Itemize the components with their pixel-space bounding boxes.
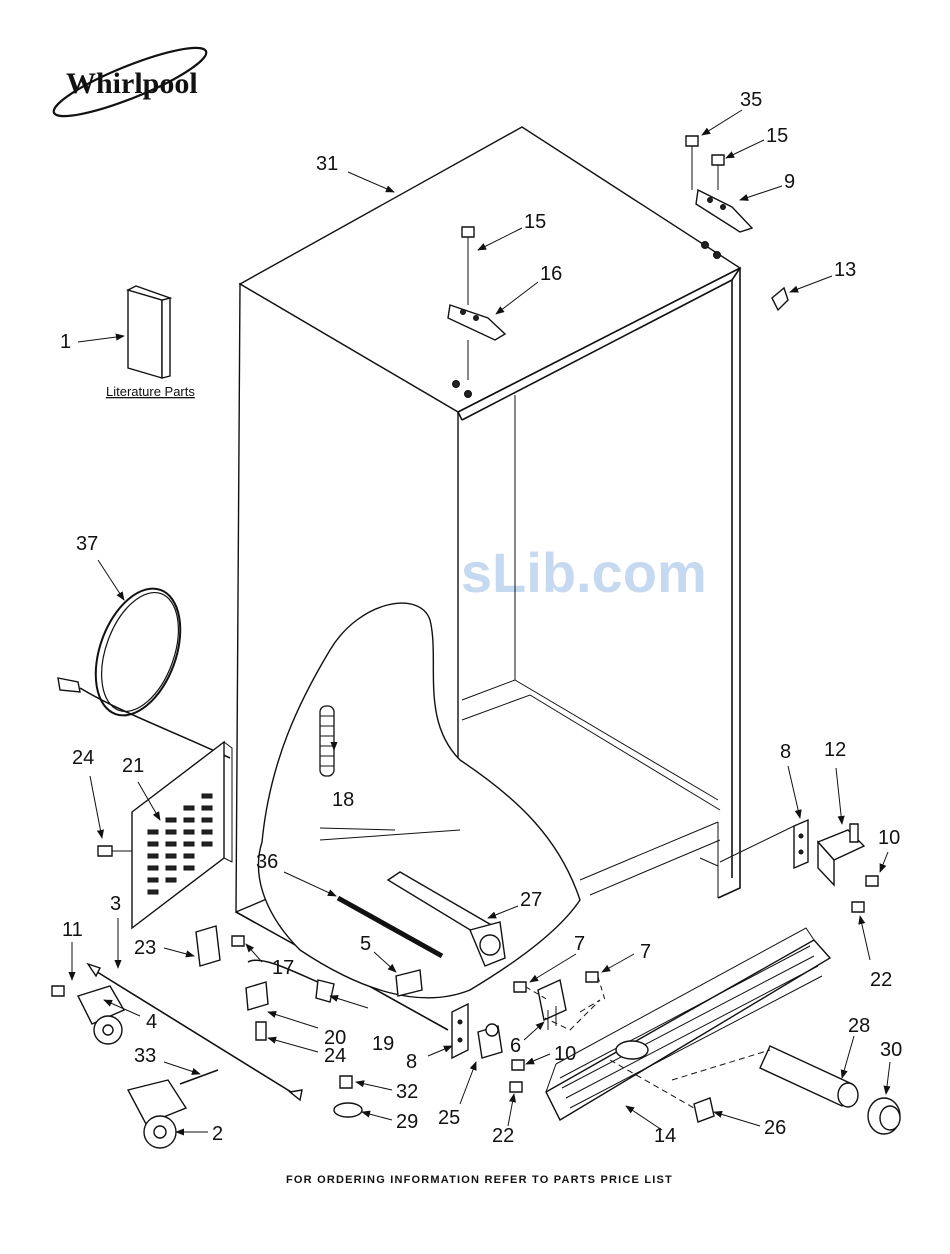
screw-24b xyxy=(232,936,244,946)
hinge-12 xyxy=(818,824,864,885)
callout-17: 17 xyxy=(272,957,294,979)
callout-7-left: 7 xyxy=(574,933,585,955)
callout-24-top: 24 xyxy=(72,747,94,769)
callout-22-right: 22 xyxy=(870,969,892,991)
callout-37: 37 xyxy=(76,533,98,555)
callout-10-bottom: 10 xyxy=(554,1043,576,1065)
brand-name: Whirlpool xyxy=(66,67,198,100)
pin-33 xyxy=(180,1070,218,1084)
callout-33: 33 xyxy=(134,1045,156,1067)
fitting-19 xyxy=(316,980,334,1002)
callout-36: 36 xyxy=(256,851,278,873)
toe-grille-14 xyxy=(546,928,830,1120)
bracket-left xyxy=(452,1004,468,1058)
callout-14: 14 xyxy=(654,1125,676,1147)
bracket-6 xyxy=(538,980,566,1030)
callout-30: 30 xyxy=(880,1039,902,1061)
clip-26 xyxy=(694,1098,714,1122)
callout-16: 16 xyxy=(540,263,562,285)
callout-2: 2 xyxy=(212,1123,223,1145)
callout-6: 6 xyxy=(510,1035,521,1057)
screw-7b xyxy=(586,972,598,982)
callout-25: 25 xyxy=(438,1107,460,1129)
callout-23: 23 xyxy=(134,937,156,959)
callout-28: 28 xyxy=(848,1015,870,1037)
callout-19: 19 xyxy=(372,1033,394,1055)
clamp-20 xyxy=(246,982,268,1010)
callout-9: 9 xyxy=(784,171,795,193)
literature-parts-label: Literature Parts xyxy=(106,384,195,399)
callout-18: 18 xyxy=(332,789,354,811)
callout-12: 12 xyxy=(824,739,846,761)
callout-8-right: 8 xyxy=(780,741,791,763)
callout-24-bottom: 24 xyxy=(324,1045,346,1067)
callout-31: 31 xyxy=(316,153,338,175)
callout-32: 32 xyxy=(396,1081,418,1103)
callout-5: 5 xyxy=(360,933,371,955)
callout-15-top-center: 15 xyxy=(524,211,546,233)
nut-29 xyxy=(334,1103,362,1117)
rear-roller-4 xyxy=(78,986,124,1044)
callout-4: 4 xyxy=(146,1011,157,1033)
callout-15-top-right: 15 xyxy=(766,125,788,147)
literature-booklet xyxy=(128,286,170,378)
callout-8-left: 8 xyxy=(406,1051,417,1073)
screw-22a xyxy=(852,902,864,912)
callout-7-right: 7 xyxy=(640,941,651,963)
filter-cap-30 xyxy=(868,1098,900,1134)
water-filter-28 xyxy=(760,1046,858,1107)
callout-11: 11 xyxy=(62,919,83,941)
drain-tube xyxy=(320,706,334,776)
screw-24c xyxy=(256,1022,266,1040)
screw-11 xyxy=(52,986,64,996)
screw-32 xyxy=(340,1076,352,1088)
callout-10-right: 10 xyxy=(878,827,900,849)
front-roller-2 xyxy=(128,1080,186,1148)
power-cord xyxy=(58,577,230,758)
callout-3: 3 xyxy=(110,893,121,915)
whirlpool-logo: Whirlpool xyxy=(48,36,212,127)
footer-note: FOR ORDERING INFORMATION REFER TO PARTS … xyxy=(286,1174,673,1186)
clip-23 xyxy=(196,926,220,966)
callout-26: 26 xyxy=(764,1117,786,1139)
screw-7a xyxy=(514,982,526,992)
screw-10a xyxy=(866,876,878,886)
bracket-right xyxy=(720,820,808,868)
callout-27: 27 xyxy=(520,889,542,911)
callout-29: 29 xyxy=(396,1111,418,1133)
callout-35: 35 xyxy=(740,89,762,111)
callout-13: 13 xyxy=(834,259,856,281)
callout-1: 1 xyxy=(60,331,71,353)
callout-21: 21 xyxy=(122,755,144,777)
callout-22-bottom: 22 xyxy=(492,1125,514,1147)
